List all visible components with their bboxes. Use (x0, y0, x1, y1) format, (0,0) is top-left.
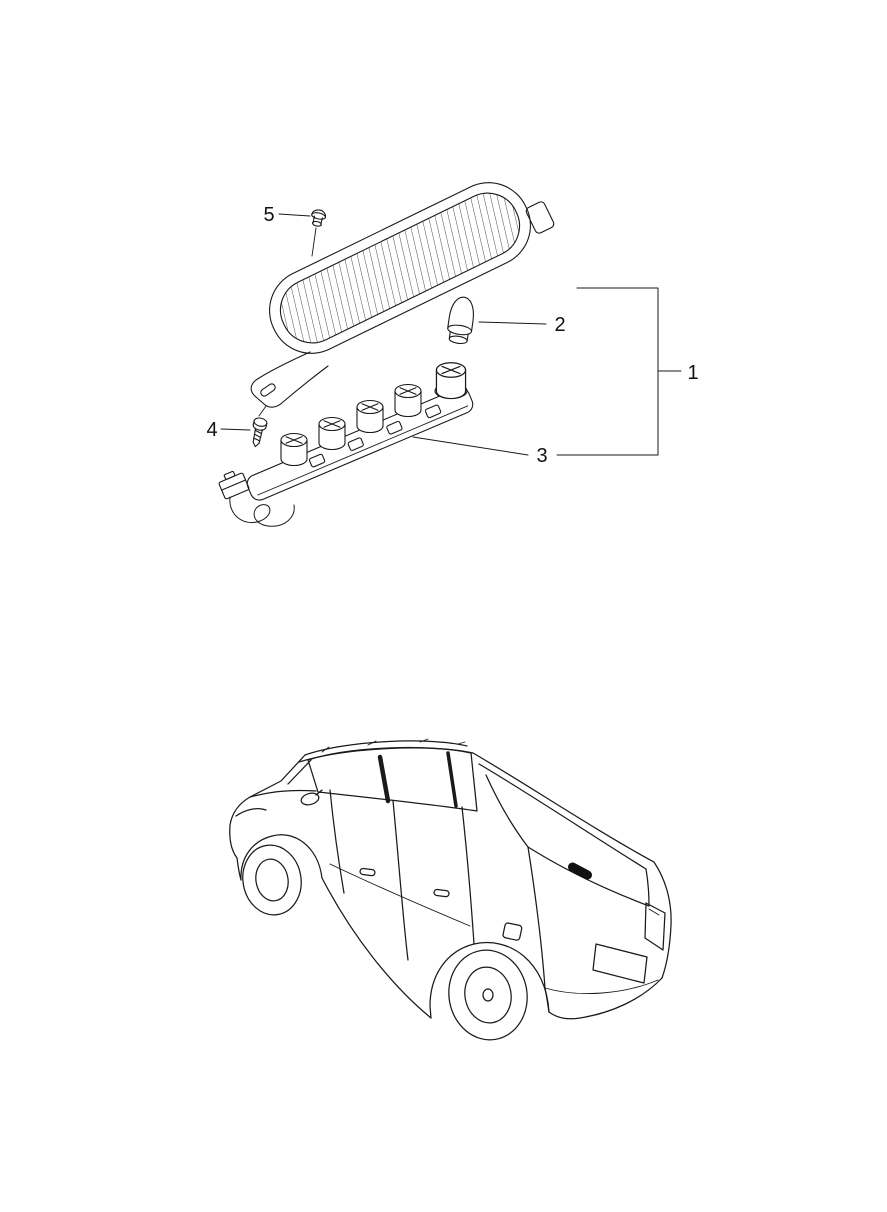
wiring-connector (218, 470, 250, 500)
bulb-socket (356, 399, 384, 434)
leader-line-3 (412, 436, 529, 456)
mounting-screw (252, 417, 268, 448)
main-bulb-socket (435, 362, 467, 400)
bulb-socket (394, 383, 422, 418)
door-handle (359, 867, 376, 877)
door-handle (433, 888, 450, 898)
taillight (644, 902, 666, 951)
grommet (311, 209, 327, 227)
leader-line-2 (478, 321, 547, 325)
vehicle-rocker-line (321, 877, 432, 1019)
side-mirror (300, 792, 320, 806)
bulb-holder-assembly (246, 362, 474, 501)
c-pillar (446, 751, 458, 808)
stop-lamp-lens (269, 182, 555, 354)
bulb (447, 296, 474, 345)
wiring-harness (229, 496, 295, 527)
callout-bracket-1 (556, 287, 682, 456)
grommet-position-line (311, 227, 317, 257)
callout-leader-lines (220, 213, 682, 456)
callout-label-5: 5 (263, 204, 274, 226)
exploded-view (218, 182, 555, 527)
vehicle-side-windows (300, 746, 478, 812)
lens-end-tab (525, 201, 555, 234)
vehicle-front-end (229, 754, 317, 881)
leader-line-4 (220, 428, 251, 431)
front-wheel (240, 834, 323, 916)
screw-position-line (258, 405, 267, 417)
license-plate-recess (592, 943, 648, 984)
lens-mounting-bracket (250, 351, 329, 408)
callout-label-2: 2 (554, 314, 565, 336)
callout-label-3: 3 (536, 445, 547, 467)
vehicle-doors (329, 789, 475, 961)
callout-labels: 1 2 3 4 5 (206, 204, 698, 467)
vehicle-rear (472, 752, 672, 1020)
bulb-socket (318, 416, 346, 451)
vehicle-roof (298, 738, 474, 763)
leader-line-5 (278, 213, 311, 217)
b-pillar (377, 754, 391, 804)
vehicle-illustration (229, 738, 672, 1041)
high-mount-stop-lamp-marker (567, 862, 593, 880)
callout-label-1: 1 (687, 362, 698, 384)
rear-wheel (429, 942, 550, 1041)
fuel-door (502, 922, 523, 941)
bulb-socket (280, 432, 308, 467)
callout-label-4: 4 (206, 419, 217, 441)
